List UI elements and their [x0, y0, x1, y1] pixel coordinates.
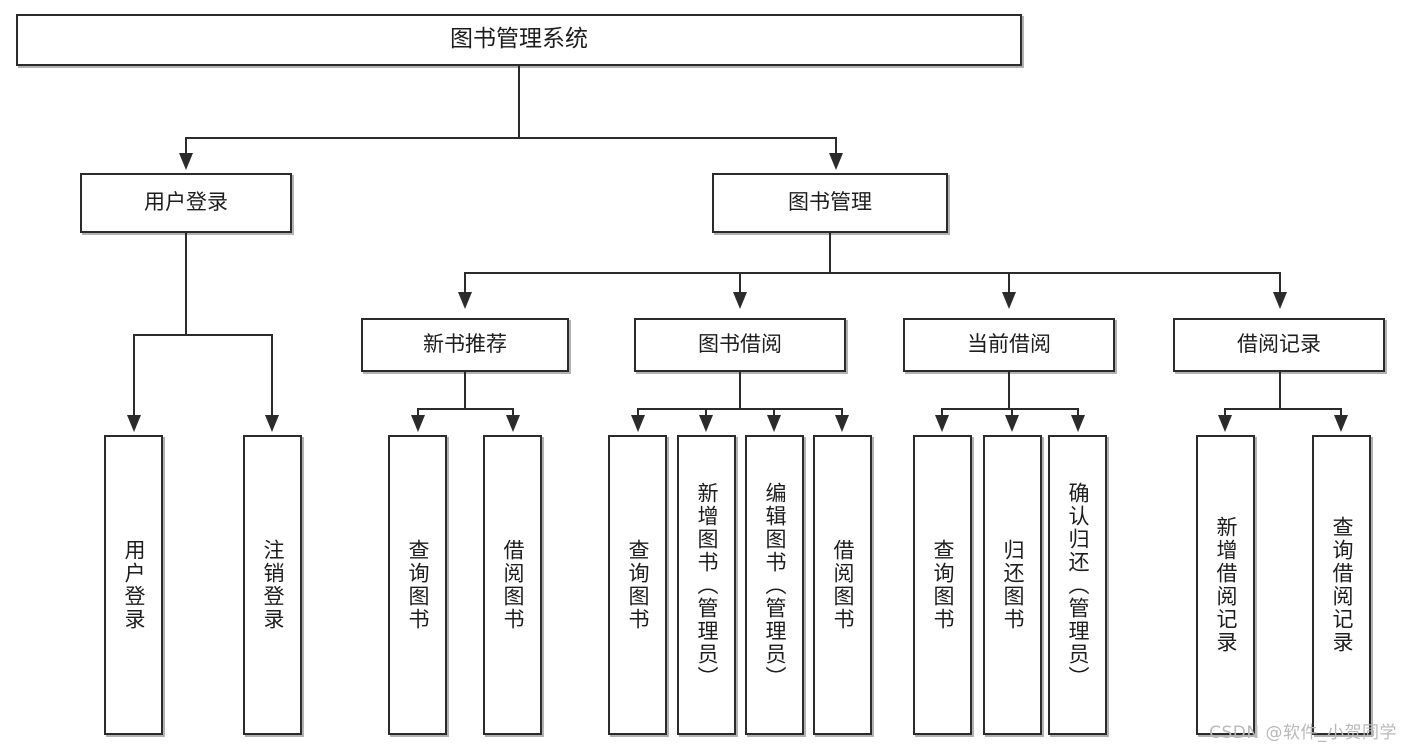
node-leaf-query-record[interactable]: 查询借阅记录 [1312, 435, 1371, 735]
arrow-leaf-user-login [127, 415, 141, 432]
connector-user-login-stem [185, 233, 187, 335]
arrow-borrow-record [1273, 292, 1287, 309]
connector-book-borrow-drop-4 [841, 408, 843, 418]
arrow-book-borrow [733, 292, 747, 309]
connector-user-login-drop-2 [271, 334, 273, 418]
connector-current-borrow-drop-2 [1011, 408, 1013, 418]
connector-level1-drop-book-manage [835, 137, 837, 157]
connector-level2-drop-current-borrow [1008, 272, 1010, 294]
node-leaf-query-record-label: 查询借阅记录 [1330, 516, 1354, 654]
connector-level2-drop-new-book [464, 272, 466, 294]
connector-book-manage-stem [829, 233, 831, 273]
node-root-label: 图书管理系统 [450, 26, 588, 53]
connector-current-borrow-drop-1 [941, 408, 943, 418]
arrow-leaf-query-book-2 [631, 415, 645, 432]
arrow-current-borrow [1002, 292, 1016, 309]
node-user-login-label: 用户登录 [144, 190, 228, 215]
node-book-manage-label: 图书管理 [788, 190, 872, 215]
node-root[interactable]: 图书管理系统 [16, 14, 1022, 66]
node-leaf-add-record-label: 新增借阅记录 [1214, 516, 1238, 654]
arrow-leaf-edit-book [767, 415, 781, 432]
node-book-manage[interactable]: 图书管理 [712, 173, 948, 233]
node-current-borrow-label: 当前借阅 [967, 332, 1051, 357]
node-leaf-confirm-return[interactable]: 确认归还（管理员） [1048, 435, 1107, 735]
node-book-borrow[interactable]: 图书借阅 [634, 318, 846, 372]
node-leaf-query-book-1-label: 查询图书 [406, 539, 430, 631]
node-new-book-recommend-label: 新书推荐 [423, 332, 507, 357]
connector-new-book-stem [464, 372, 466, 410]
connector-book-borrow-drop-1 [637, 408, 639, 418]
connector-new-book-bus [417, 408, 512, 410]
node-leaf-return-book-label: 归还图书 [1001, 539, 1025, 631]
connector-current-borrow-stem [1008, 372, 1010, 410]
connector-user-login-drop-1 [133, 334, 135, 418]
connector-root-stem [518, 66, 520, 138]
node-leaf-user-logout-label: 注销登录 [261, 539, 285, 631]
arrow-leaf-add-book [699, 415, 713, 432]
arrow-leaf-add-record [1218, 415, 1232, 432]
node-leaf-query-book-2-label: 查询图书 [626, 539, 650, 631]
node-leaf-borrow-book-1[interactable]: 借阅图书 [483, 435, 542, 735]
node-book-borrow-label: 图书借阅 [698, 332, 782, 357]
connector-user-login-bus [133, 334, 271, 336]
arrow-leaf-query-record [1334, 415, 1348, 432]
node-leaf-query-book-3-label: 查询图书 [931, 539, 955, 631]
node-leaf-query-book-3[interactable]: 查询图书 [913, 435, 972, 735]
node-borrow-record-label: 借阅记录 [1237, 332, 1321, 357]
connector-level2-drop-borrow-record [1279, 272, 1281, 294]
arrow-leaf-user-logout [265, 415, 279, 432]
connector-book-borrow-drop-3 [773, 408, 775, 418]
connector-current-borrow-bus [941, 408, 1077, 410]
connector-current-borrow-drop-3 [1077, 408, 1079, 418]
node-leaf-query-book-1[interactable]: 查询图书 [388, 435, 447, 735]
node-leaf-borrow-book-2-label: 借阅图书 [831, 539, 855, 631]
node-leaf-add-book[interactable]: 新增图书（管理员） [677, 435, 736, 735]
node-leaf-user-logout[interactable]: 注销登录 [243, 435, 302, 735]
node-leaf-add-book-label: 新增图书（管理员） [695, 481, 719, 689]
connector-level1-drop-user-login [185, 137, 187, 157]
arrow-leaf-borrow-book-2 [835, 415, 849, 432]
node-leaf-query-book-2[interactable]: 查询图书 [608, 435, 667, 735]
arrow-leaf-borrow-book-1 [506, 415, 520, 432]
arrow-leaf-query-book-3 [935, 415, 949, 432]
node-leaf-add-record[interactable]: 新增借阅记录 [1196, 435, 1255, 735]
arrow-new-book-recommend [458, 292, 472, 309]
arrow-user-login [179, 153, 193, 170]
node-new-book-recommend[interactable]: 新书推荐 [361, 318, 569, 372]
node-leaf-confirm-return-label: 确认归还（管理员） [1066, 481, 1090, 689]
connector-book-borrow-stem [739, 372, 741, 410]
node-current-borrow[interactable]: 当前借阅 [903, 318, 1115, 372]
arrow-book-manage [829, 153, 843, 170]
connector-new-book-drop-2 [512, 408, 514, 418]
connector-level1-bus [185, 137, 836, 139]
arrow-leaf-return-book [1005, 415, 1019, 432]
node-borrow-record[interactable]: 借阅记录 [1173, 318, 1385, 372]
connector-borrow-record-stem [1279, 372, 1281, 410]
connector-book-borrow-bus [637, 408, 842, 410]
node-leaf-edit-book-label: 编辑图书（管理员） [763, 481, 787, 689]
connector-book-borrow-drop-2 [705, 408, 707, 418]
connector-borrow-record-drop-2 [1340, 408, 1342, 418]
csdn-watermark: CSDN @软件_小贺同学 [1209, 723, 1397, 743]
connector-level2-bus [464, 272, 1279, 274]
connector-new-book-drop-1 [417, 408, 419, 418]
node-user-login[interactable]: 用户登录 [80, 173, 292, 233]
node-leaf-user-login-label: 用户登录 [122, 539, 146, 631]
connector-level2-drop-book-borrow [739, 272, 741, 294]
connector-borrow-record-drop-1 [1224, 408, 1226, 418]
connector-borrow-record-bus [1224, 408, 1342, 410]
node-leaf-borrow-book-2[interactable]: 借阅图书 [813, 435, 872, 735]
arrow-leaf-confirm-return [1071, 415, 1085, 432]
node-leaf-edit-book[interactable]: 编辑图书（管理员） [745, 435, 804, 735]
node-leaf-borrow-book-1-label: 借阅图书 [501, 539, 525, 631]
node-leaf-user-login[interactable]: 用户登录 [104, 435, 163, 735]
arrow-leaf-query-book-1 [411, 415, 425, 432]
node-leaf-return-book[interactable]: 归还图书 [983, 435, 1042, 735]
